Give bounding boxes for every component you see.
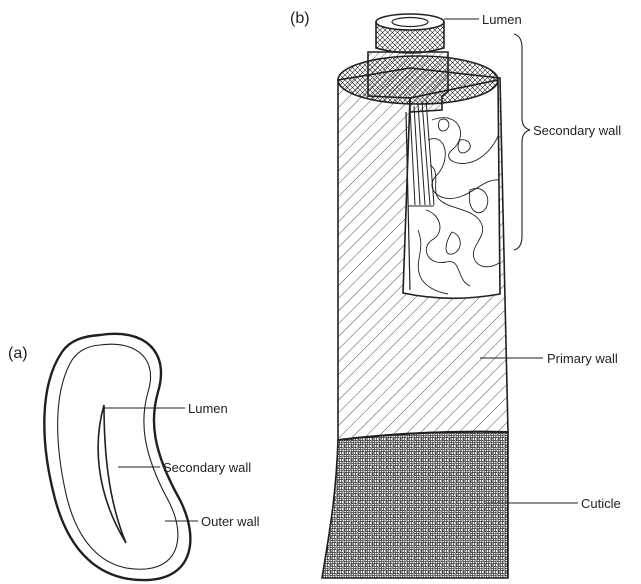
panel-a-tag: (a) (8, 346, 28, 362)
cross-section (44, 334, 198, 580)
label-secondary-wall-b: Secondary wall (533, 124, 621, 137)
panel-b-tag: (b) (290, 11, 310, 27)
label-cuticle: Cuticle (581, 497, 621, 510)
cutaway-window (403, 80, 500, 298)
label-outer-wall-a: Outer wall (201, 515, 260, 528)
label-lumen-a: Lumen (188, 402, 228, 415)
lumen-bore (392, 18, 428, 27)
cuticle-layer (322, 432, 508, 578)
label-lumen-b: Lumen (482, 13, 522, 26)
fibre-cutaway (322, 14, 508, 578)
secondary-wall-bracket (514, 34, 530, 250)
label-secondary-wall-a: Secondary wall (163, 461, 251, 474)
label-primary-wall: Primary wall (547, 352, 618, 365)
